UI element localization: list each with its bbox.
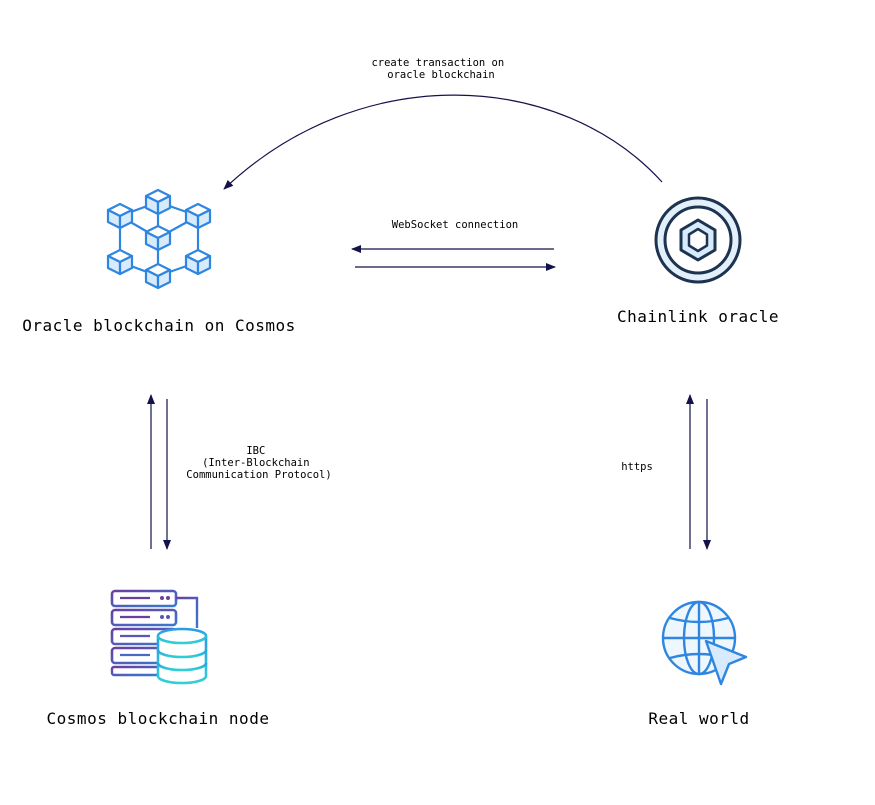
server-database-icon xyxy=(110,589,208,685)
node-label-chainlink-oracle: Chainlink oracle xyxy=(617,307,779,326)
cube-node-icon xyxy=(184,248,212,276)
cube-node-icon xyxy=(144,224,172,252)
node-label-real-world: Real world xyxy=(648,709,749,728)
cube-node-icon xyxy=(144,262,172,290)
arrows-https xyxy=(686,394,711,550)
arrows-ibc xyxy=(147,394,171,550)
arrow-create-transaction xyxy=(223,94,663,190)
node-label-cosmos-node: Cosmos blockchain node xyxy=(47,709,270,728)
globe-cursor-icon xyxy=(661,600,748,686)
cube-node-icon xyxy=(144,188,172,216)
create-transaction-label: create transaction on oracle blockchain xyxy=(371,57,510,81)
cube-node-icon xyxy=(184,202,212,230)
websocket-label: WebSocket connection xyxy=(392,219,518,231)
chainlink-logo-icon xyxy=(654,196,742,284)
cube-node-icon xyxy=(106,202,134,230)
arrows-websocket xyxy=(351,245,556,271)
blockchain-cubes xyxy=(106,188,212,290)
node-label-oracle-blockchain: Oracle blockchain on Cosmos xyxy=(22,316,296,335)
ibc-label: IBC (Inter-Blockchain Communication Prot… xyxy=(186,445,331,481)
cube-node-icon xyxy=(106,248,134,276)
https-label: https xyxy=(621,461,653,473)
